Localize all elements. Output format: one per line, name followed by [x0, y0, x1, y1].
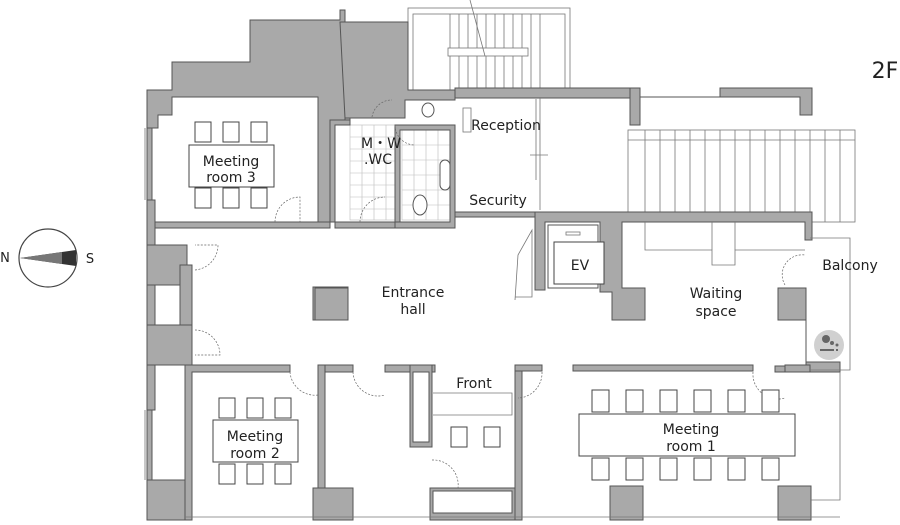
reception-label: Reception: [471, 118, 541, 134]
floor-label: 2F: [872, 59, 899, 84]
entrance-hall-label-2: hall: [400, 302, 425, 318]
doors: [194, 99, 806, 489]
wc-label-2: .WC: [364, 152, 392, 168]
compass-icon: N S: [0, 228, 94, 288]
exterior-lines: [144, 98, 851, 518]
meeting-room-2-label: Meeting: [227, 429, 283, 445]
ev-label: EV: [571, 258, 590, 274]
meeting-room-3-furniture: [188, 121, 275, 209]
balcony-label: Balcony: [822, 258, 878, 274]
wc-label: M・W: [361, 136, 401, 152]
front-furniture: [450, 426, 501, 448]
column: [314, 287, 349, 321]
security-label: Security: [469, 193, 527, 209]
compass-north-label: N: [0, 251, 10, 266]
stairwell-top: [407, 0, 571, 91]
elevator: [553, 241, 605, 285]
meeting-room-1-furniture: [578, 389, 796, 481]
meeting-room-2-furniture: [212, 397, 299, 485]
compass-south-label: S: [86, 252, 94, 267]
waiting-space-label-2: space: [695, 304, 736, 320]
meeting-room-2-label-2: room 2: [230, 446, 280, 462]
stairs-right: [627, 129, 856, 223]
waiting-space-label: Waiting: [690, 286, 743, 302]
meeting-room-1-label-2: room 1: [666, 439, 716, 455]
meeting-room-1-label: Meeting: [663, 422, 719, 438]
front-label: Front: [456, 376, 492, 392]
meeting-room-3-label: Meeting: [203, 154, 259, 170]
entrance-hall-label: Entrance: [382, 285, 445, 301]
meeting-room-3-label-2: room 3: [206, 170, 256, 186]
smoking-area-icon: [814, 330, 844, 360]
